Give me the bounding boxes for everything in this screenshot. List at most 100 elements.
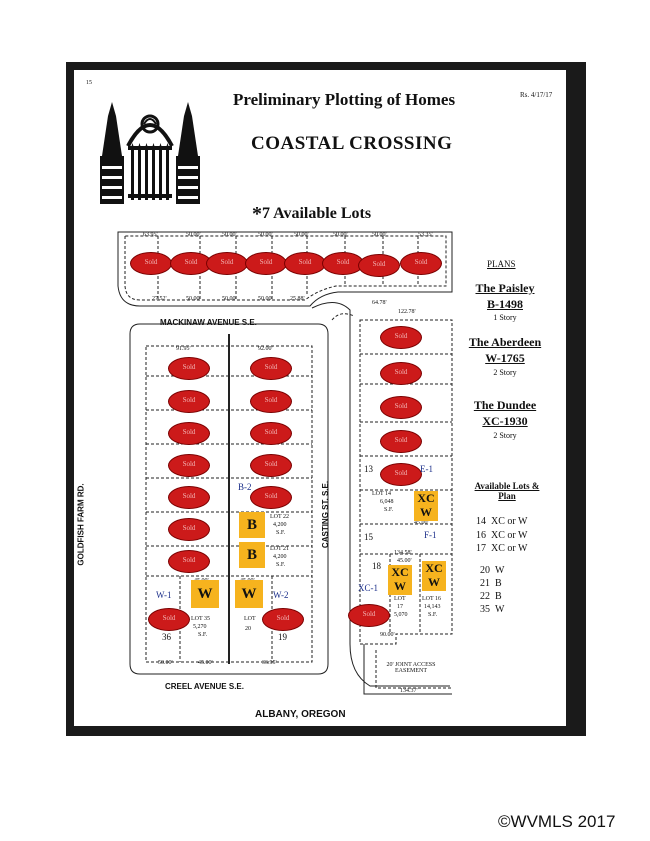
lot-plan: B: [495, 578, 502, 589]
lot-22-area: 4,200: [273, 522, 287, 528]
plans-heading: PLANS: [487, 259, 516, 269]
dimension-label: 36.95': [262, 660, 277, 666]
sold-marker: Sold: [380, 326, 422, 349]
model-tag-e1: E-1: [420, 464, 433, 474]
plan-w: W: [394, 579, 406, 593]
lot-plan: XC or W: [491, 543, 528, 554]
lot-19-label: 19: [278, 632, 287, 642]
sold-label: Sold: [182, 460, 196, 468]
lot-number: 35: [480, 604, 490, 615]
plan-stories: 2 Story: [493, 431, 517, 440]
lot-plan: W: [495, 565, 505, 576]
available-lots-table-heading: Available Lots &Plan: [462, 481, 552, 501]
sold-label: Sold: [220, 258, 234, 266]
subdivision-name: COASTAL CROSSING: [251, 133, 453, 154]
page-number: 15: [86, 80, 92, 86]
lot-number: 22: [480, 591, 490, 602]
sold-marker: Sold: [206, 252, 248, 275]
sold-marker: Sold: [245, 252, 287, 275]
sold-label: Sold: [372, 260, 386, 268]
sold-label: Sold: [394, 332, 408, 340]
dimension-label: 50.00': [258, 296, 273, 302]
sold-label: Sold: [264, 492, 278, 500]
sold-marker: Sold: [168, 454, 210, 477]
gate-logo: [100, 102, 200, 204]
sold-marker: Sold: [250, 486, 292, 509]
dimension-label: 50.00': [294, 232, 309, 238]
sold-marker: Sold: [168, 390, 210, 413]
sold-label: Sold: [182, 556, 196, 564]
dimension-label: 50.00': [222, 296, 237, 302]
sold-marker: Sold: [148, 608, 190, 631]
document-title: Preliminary Plotting of Homes: [233, 90, 456, 109]
sold-label: Sold: [394, 436, 408, 444]
sold-marker: Sold: [284, 252, 326, 275]
sold-marker: Sold: [380, 396, 422, 419]
plan-name: The Aberdeen: [468, 335, 542, 349]
available-lot-row: 14 XC or W: [476, 516, 527, 527]
lot-plan: W: [495, 604, 505, 615]
lot-22-unit: S.F.: [276, 530, 286, 536]
sold-marker: Sold: [400, 252, 442, 275]
sold-label: Sold: [264, 428, 278, 436]
lot-17-label: LOT: [394, 596, 406, 602]
plan-w: W: [420, 505, 432, 519]
plan-code: W-1765: [485, 351, 525, 365]
easement-label: 20' JOINT ACCESS EASEMENT: [386, 662, 436, 674]
dimension-label: 63.95': [143, 232, 158, 238]
copyright-watermark: ©WVMLS 2017: [498, 812, 616, 831]
sold-label: Sold: [182, 428, 196, 436]
dimension-label: 50.00': [333, 232, 348, 238]
sold-marker: Sold: [168, 486, 210, 509]
available-lot-row: 21 B: [480, 578, 502, 589]
available-lot-row: 22 B: [480, 591, 502, 602]
lot-plan: XC or W: [491, 530, 528, 541]
lot-14-unit: S.F.: [384, 507, 394, 513]
lot-21-area: 4,200: [273, 554, 287, 560]
plan-w: W: [428, 575, 440, 589]
sold-label: Sold: [264, 460, 278, 468]
dimension-label: 45.00': [397, 558, 412, 564]
sold-marker: Sold: [358, 254, 400, 277]
dimension-label: 50.00': [222, 232, 237, 238]
heading-line: Plan: [498, 491, 516, 501]
dimension-label: 50.00': [158, 660, 173, 666]
sold-marker: Sold: [168, 422, 210, 445]
model-tag-b2: B-2: [238, 482, 252, 492]
sold-label: Sold: [259, 258, 273, 266]
sold-label: Sold: [394, 469, 408, 477]
sold-marker: Sold: [168, 357, 210, 380]
sold-label: Sold: [182, 396, 196, 404]
available-lot-row: 20 W: [480, 565, 504, 576]
plan-code: B-1498: [487, 297, 523, 311]
available-lot-row: 16 XC or W: [476, 530, 527, 541]
lot-36-label: 36: [162, 632, 171, 642]
lot-20-label: LOT: [244, 616, 256, 622]
lot-number: 14: [476, 516, 486, 527]
lot-22-label: LOT 22: [270, 514, 290, 520]
sold-marker: Sold: [262, 608, 304, 631]
lot-35-area: 5,270: [193, 624, 207, 630]
lot-16-label: LOT 16: [422, 596, 442, 602]
lot-plan: XC or W: [491, 516, 528, 527]
plan-code: XC-1930: [482, 414, 528, 428]
city-label: ALBANY, OREGON: [255, 709, 346, 720]
model-tag-xc1: XC-1: [358, 583, 378, 593]
plan-box-lot22: B: [239, 512, 265, 538]
lot-14-area: 6,048: [380, 499, 394, 505]
sold-label: Sold: [182, 492, 196, 500]
lot-16-unit: S.F.: [428, 612, 438, 618]
street-creel: CREEL AVENUE S.E.: [165, 682, 244, 691]
lot-20-number: 20: [245, 626, 251, 632]
street-goldfish: GOLDFISH FARM RD.: [76, 483, 86, 566]
lot-number: 16: [476, 530, 486, 541]
sold-label: Sold: [264, 396, 278, 404]
dimension-label: 27.52': [152, 296, 167, 302]
sold-marker: Sold: [380, 362, 422, 385]
sold-marker: Sold: [250, 454, 292, 477]
sold-marker: Sold: [250, 390, 292, 413]
street-mackinaw: MACKINAW AVENUE S.E.: [160, 318, 257, 327]
lot-13-label: 13: [364, 464, 373, 474]
